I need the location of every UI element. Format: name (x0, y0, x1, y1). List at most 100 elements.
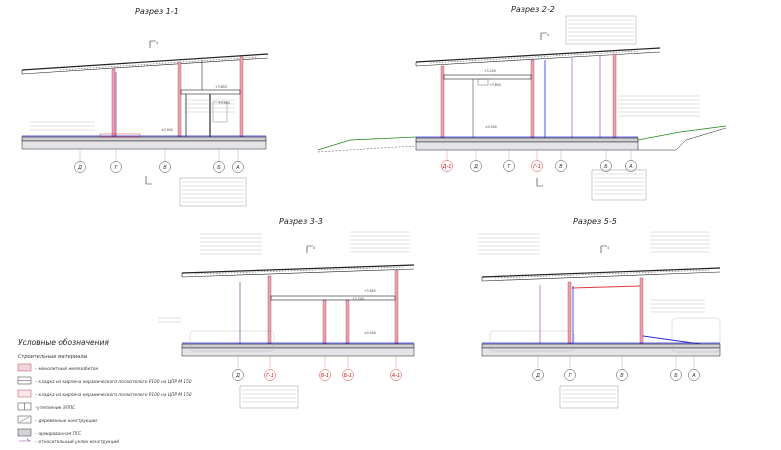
axis-bubble (74, 161, 86, 173)
legend-swatch-pgs (17, 428, 32, 437)
roof-line (181, 264, 415, 274)
level-mark: ±0.000 (364, 331, 376, 335)
floor-slab (415, 137, 639, 143)
axis-bubble (441, 160, 453, 172)
legend-item: – относительный уклон конструкций (35, 439, 119, 445)
axis-bubble (503, 160, 515, 172)
cut-mark-label: 4 (313, 246, 315, 250)
axis-bubble (555, 160, 567, 172)
axis-label: Б-1 (344, 373, 352, 379)
brick-wall (322, 299, 327, 345)
axis-label: Г (115, 165, 119, 171)
cut-mark-top (149, 40, 156, 48)
ground-line (637, 125, 727, 141)
brick-wall (345, 299, 350, 345)
floor-slab (181, 343, 415, 349)
section-3-3: Разрез 3-3 4 ±0.000 +3.850 +3.20 (158, 217, 415, 409)
axis-bubble (342, 369, 354, 381)
level-mark: +3.200 (484, 69, 496, 73)
axis-label: Д (235, 373, 240, 379)
axis-bubble (319, 369, 331, 381)
level-mark: +3.000 (218, 101, 230, 105)
axis-bubble (531, 160, 543, 172)
axis-bubble (159, 161, 171, 173)
cut-mark-label: 4 (547, 33, 549, 37)
foundation (481, 347, 721, 357)
axis-label: В (620, 373, 624, 379)
cut-mark-bottom (536, 178, 543, 187)
cut-mark-top (306, 245, 313, 253)
brick-wall (639, 277, 644, 345)
cut-mark-label: 4 (607, 246, 609, 250)
axis-bubble (564, 369, 576, 381)
axis-bubble (232, 161, 244, 173)
axis-bubble (232, 369, 244, 381)
legend: Условные обозначения Строительные матери… (17, 338, 192, 445)
section-title: Разрез 3-3 (279, 217, 323, 226)
axis-label: Д (473, 164, 478, 170)
roof-line (415, 51, 661, 67)
cut-mark-top (600, 245, 607, 253)
axis-label: Д (77, 165, 82, 171)
axis-label: В (559, 164, 563, 170)
axis-label: А (691, 373, 696, 379)
roof-line (21, 57, 269, 75)
legend-swatch-slope (19, 438, 31, 442)
axis-label: Б (674, 373, 678, 379)
grid-axes: Д Г-1 В-1 Б-1 А-1 (232, 356, 402, 381)
axis-bubble (470, 160, 482, 172)
cut-mark-bottom (145, 176, 152, 185)
axis-bubble (264, 369, 276, 381)
brick-wall (530, 59, 535, 139)
legend-item: – кладка из кирпича керамического полнот… (35, 392, 192, 398)
level-mark: +3.200 (352, 297, 364, 301)
brick-wall (394, 269, 399, 345)
brick-wall (111, 68, 116, 138)
roof-line (481, 267, 721, 278)
section-5-5: Разрез 5-5 4 (478, 217, 721, 409)
axis-bubble (600, 160, 612, 172)
roof-line (415, 47, 661, 63)
legend-item: – монолитный железобетон (35, 366, 98, 372)
foundation (181, 347, 415, 357)
brick-wall (177, 61, 182, 138)
axis-label: Г (569, 373, 573, 379)
ground-line (317, 136, 417, 151)
axis-bubble (213, 161, 225, 173)
axis-label: Д (535, 373, 540, 379)
legend-subtitle: Строительные материалы (18, 354, 87, 360)
legend-item: –утепление ЭППС (35, 405, 75, 411)
level-mark: +3.850 (215, 85, 227, 89)
roof-line (481, 271, 721, 282)
roof-insulation (59, 56, 259, 71)
brick-wall (567, 281, 572, 345)
axis-label: В (163, 165, 167, 171)
brick-wall (440, 65, 445, 139)
roof-line (181, 268, 415, 278)
axis-label: Б (217, 165, 221, 171)
level-mark: +3.850 (364, 289, 376, 293)
floor-slab (21, 136, 267, 142)
axis-bubble (625, 160, 637, 172)
cut-mark-label: 4 (156, 41, 158, 45)
section-title: Разрез 2-2 (511, 5, 555, 14)
legend-swatch-brick (17, 389, 32, 398)
axis-label: Б (604, 164, 608, 170)
legend-swatch-rc (17, 363, 32, 372)
grid-axes: Д-1 Д Г Г-1 В Б А (441, 150, 637, 172)
roof-line (21, 53, 269, 71)
section-title: Разрез 5-5 (573, 217, 617, 226)
grid-axes: Д Г В Б А (74, 149, 244, 173)
brick-wall (267, 275, 272, 345)
grid-axes: Д Г В Б А (532, 356, 700, 381)
legend-title: Условные обозначения (18, 338, 109, 347)
section-2-2: Разрез 2-2 4 ±0.000 (317, 5, 727, 201)
legend-item: – армированная ПГС (35, 431, 81, 437)
axis-bubble (532, 369, 544, 381)
foundation (415, 141, 639, 151)
level-mark: ±0.000 (485, 125, 497, 129)
axis-label: Г-1 (266, 373, 274, 379)
legend-item: – кладка из кирпича керамического полнот… (35, 379, 192, 385)
axis-bubble (688, 369, 700, 381)
